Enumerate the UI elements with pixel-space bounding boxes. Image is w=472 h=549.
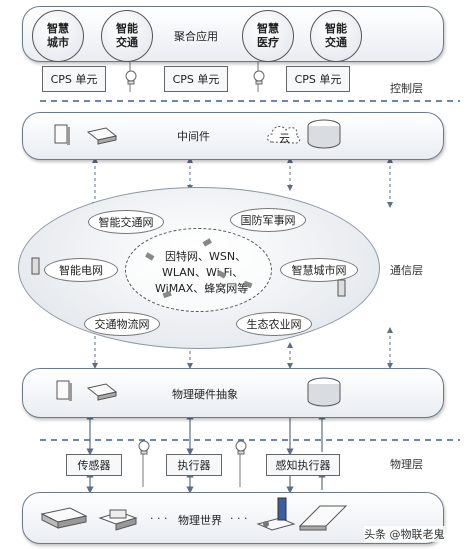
bulb-icon: [137, 440, 151, 460]
core-network-ellipse: [125, 228, 272, 312]
app-node-smart-transport[interactable]: 智能交通: [101, 10, 153, 62]
physical-world-label: 物理世界: [178, 514, 222, 527]
watermark: 头条 @物联老鬼: [364, 526, 445, 542]
aggregate-label: 聚合应用: [172, 28, 220, 44]
device-icon: [86, 124, 118, 150]
sensing-actuator-box[interactable]: 感知执行器: [266, 454, 340, 476]
panel-icon: [298, 502, 348, 536]
app-node-line1: 智慧: [257, 22, 279, 35]
cloud-label: 云: [279, 132, 290, 145]
actuator-box[interactable]: 执行器: [166, 454, 222, 476]
cps-unit[interactable]: CPS 单元: [286, 66, 350, 92]
sub-network-logistics[interactable]: 交通物流网: [84, 312, 160, 336]
physical-world-dots-after: · · ·: [230, 512, 248, 525]
sub-network-defense[interactable]: 国防军事网: [230, 208, 306, 232]
core-network-line: WiMAX、蜂窝网等: [155, 282, 249, 295]
tower-icon: [336, 278, 348, 302]
app-node-smart-city[interactable]: 智慧城市: [32, 10, 84, 62]
cps-unit[interactable]: CPS 单元: [42, 66, 106, 92]
core-network-line: 因特网、WSN、: [165, 250, 247, 263]
middleware-panel: [22, 112, 444, 160]
server-icon: [52, 122, 72, 152]
physical-layer-label: 物理层: [390, 458, 423, 471]
app-node-line2: 交通: [116, 36, 138, 49]
hardware-abstraction-panel: [22, 368, 444, 418]
cloud-icon: [264, 120, 304, 152]
database-icon: [306, 118, 342, 154]
app-node-smart-transport-2[interactable]: 智能交通: [310, 10, 362, 62]
bulb-icon: [234, 440, 248, 460]
app-node-line1: 智能: [325, 22, 347, 35]
sub-network-smart-city[interactable]: 智慧城市网: [280, 258, 358, 282]
machine-icon: [96, 504, 144, 536]
app-node-line1: 智能: [116, 22, 138, 35]
middleware-label: 中间件: [177, 130, 210, 143]
database-icon: [306, 376, 342, 412]
sub-network-eco-agriculture[interactable]: 生态农业网: [236, 312, 312, 336]
application-panel: [22, 6, 444, 62]
sub-network-smart-grid[interactable]: 智能电网: [44, 258, 118, 282]
app-node-smart-medical[interactable]: 智慧医疗: [242, 10, 294, 62]
robot-arm-icon: [254, 496, 298, 540]
bulb-icon: [252, 70, 266, 90]
app-node-line1: 智慧: [47, 22, 69, 35]
server-icon: [54, 378, 74, 408]
app-node-line2: 医疗: [257, 36, 279, 49]
machine-icon: [40, 504, 88, 536]
communication-layer-label: 通信层: [390, 264, 423, 277]
app-node-line2: 城市: [47, 36, 69, 49]
cps-unit[interactable]: CPS 单元: [164, 66, 228, 92]
bulb-icon: [124, 70, 138, 90]
physical-world-dots: · · ·: [150, 512, 168, 525]
hardware-abstraction-label: 物理硬件抽象: [172, 388, 238, 401]
app-node-line2: 交通: [325, 36, 347, 49]
device-icon: [86, 380, 118, 406]
sub-network-intelligent-transport[interactable]: 智能交通网: [88, 210, 164, 234]
tower-icon: [30, 256, 42, 280]
sensor-box[interactable]: 传感器: [66, 454, 122, 476]
control-layer-label: 控制层: [390, 82, 423, 95]
